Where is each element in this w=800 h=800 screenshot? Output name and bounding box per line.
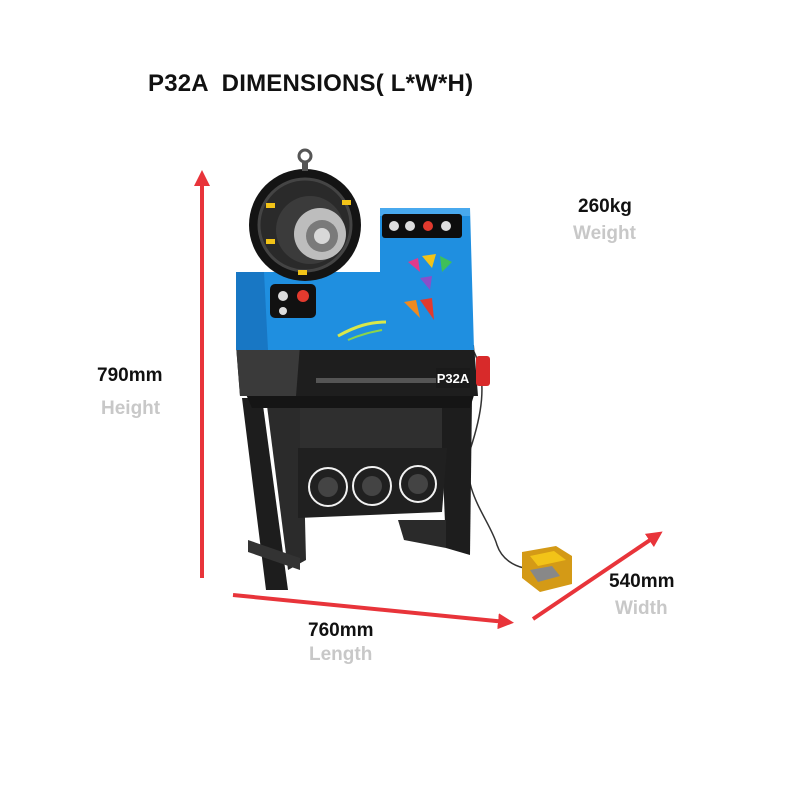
- length-value: 760mm: [308, 620, 374, 641]
- width-value: 540mm: [609, 571, 675, 592]
- foot-pedal: [522, 546, 572, 592]
- length-label: Length: [309, 644, 373, 665]
- weight-label: Weight: [573, 223, 636, 244]
- height-label: Height: [101, 398, 161, 419]
- brand-logo: [404, 254, 452, 320]
- crimping-machine: P32A: [236, 148, 572, 592]
- width-label: Width: [615, 598, 668, 619]
- length-arrow: [232, 593, 514, 630]
- model-badge: P32A: [437, 371, 470, 386]
- width-arrow: [531, 531, 663, 621]
- weight-value: 260kg: [578, 196, 632, 217]
- page-title: P32A DIMENSIONS( L*W*H): [148, 70, 474, 97]
- height-value: 790mm: [97, 365, 163, 386]
